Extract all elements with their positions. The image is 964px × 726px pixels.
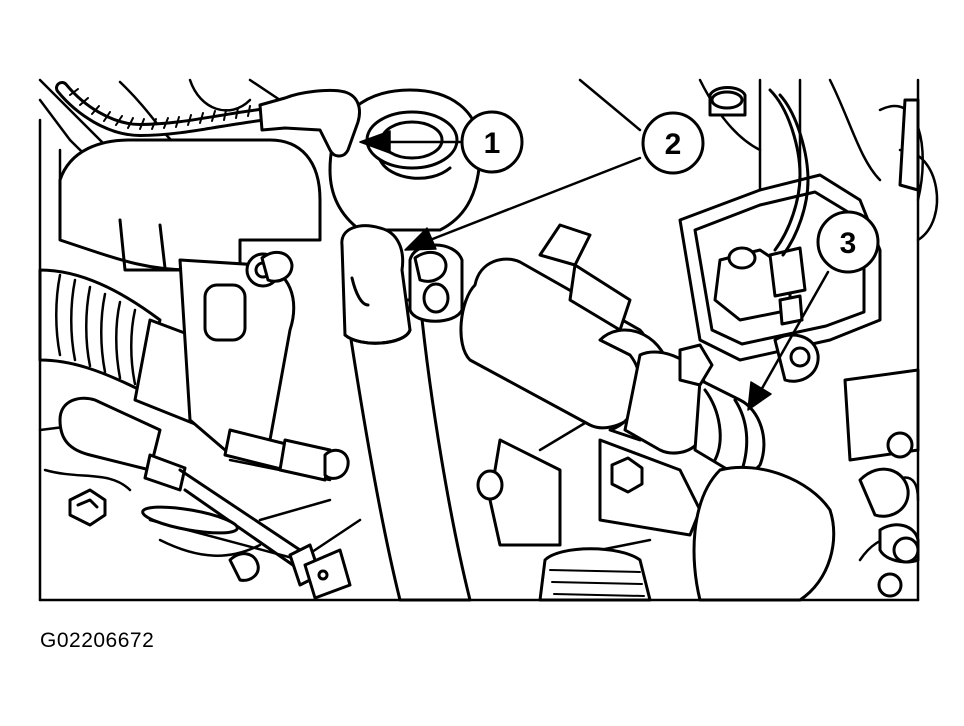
callout-1-arrowhead (359, 130, 391, 154)
figure-code: G02206672 (40, 629, 155, 652)
callout-2: 2 (641, 111, 705, 175)
callout-leaders (378, 140, 830, 394)
callout-1: 1 (460, 110, 524, 174)
left-sensor-assembly (38, 252, 350, 482)
callout-1-circle (460, 110, 524, 174)
callout-3-circle (816, 210, 880, 274)
vacuum-hose (340, 224, 472, 602)
callout-arrowheads (359, 130, 772, 411)
callout-3-leader (758, 270, 830, 394)
valve-cap (328, 88, 482, 232)
callout-2-number: 2 (665, 128, 682, 161)
callout-3-number: 3 (840, 227, 857, 260)
right-bracket-connector (678, 86, 920, 383)
wiring-harness (55, 81, 267, 137)
cover-bracket (118, 218, 192, 272)
callout-2-arrowhead (404, 227, 437, 251)
upper-cover-housing (58, 138, 322, 272)
callout-3-arrowhead (747, 381, 772, 411)
mounting-bolts (260, 250, 448, 283)
right-lower-components (538, 368, 920, 602)
hose-elbow-connector (258, 88, 361, 158)
lower-left-sensor (58, 396, 352, 600)
callout-2-leader (428, 156, 642, 242)
callout-3: 3 (816, 210, 880, 274)
idle-air-control-valve (459, 223, 766, 547)
callout-1-number: 1 (484, 127, 501, 160)
callout-2-circle (641, 111, 705, 175)
